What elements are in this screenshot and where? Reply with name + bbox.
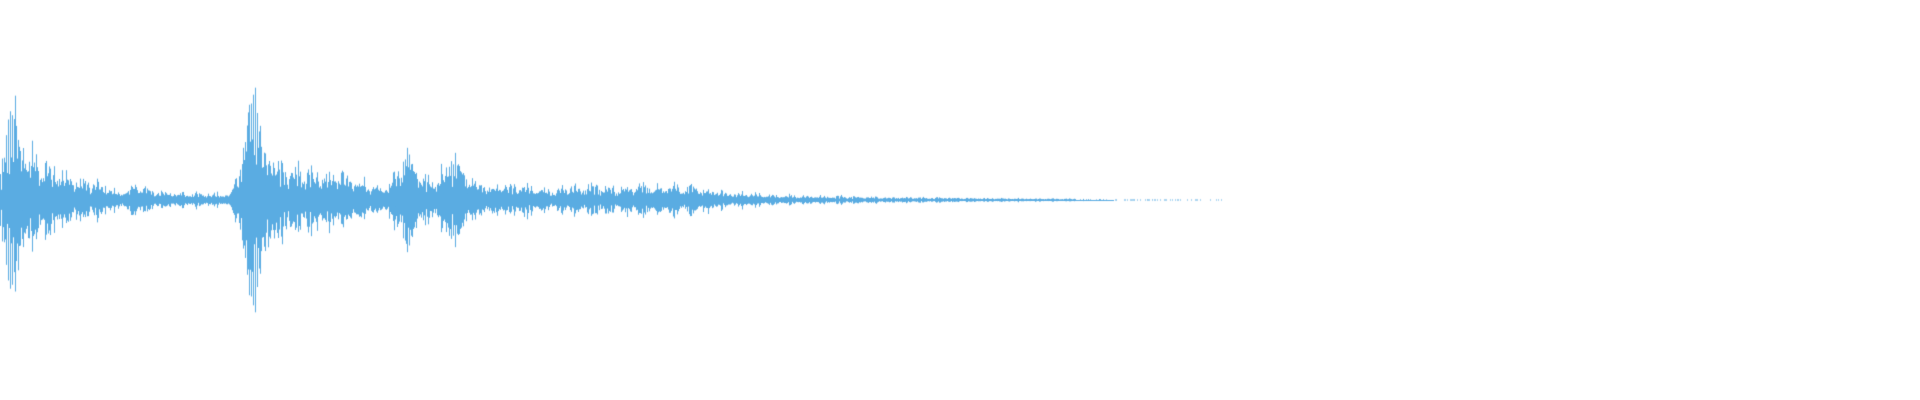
audio-waveform — [0, 0, 1920, 400]
waveform-display — [0, 0, 1920, 400]
